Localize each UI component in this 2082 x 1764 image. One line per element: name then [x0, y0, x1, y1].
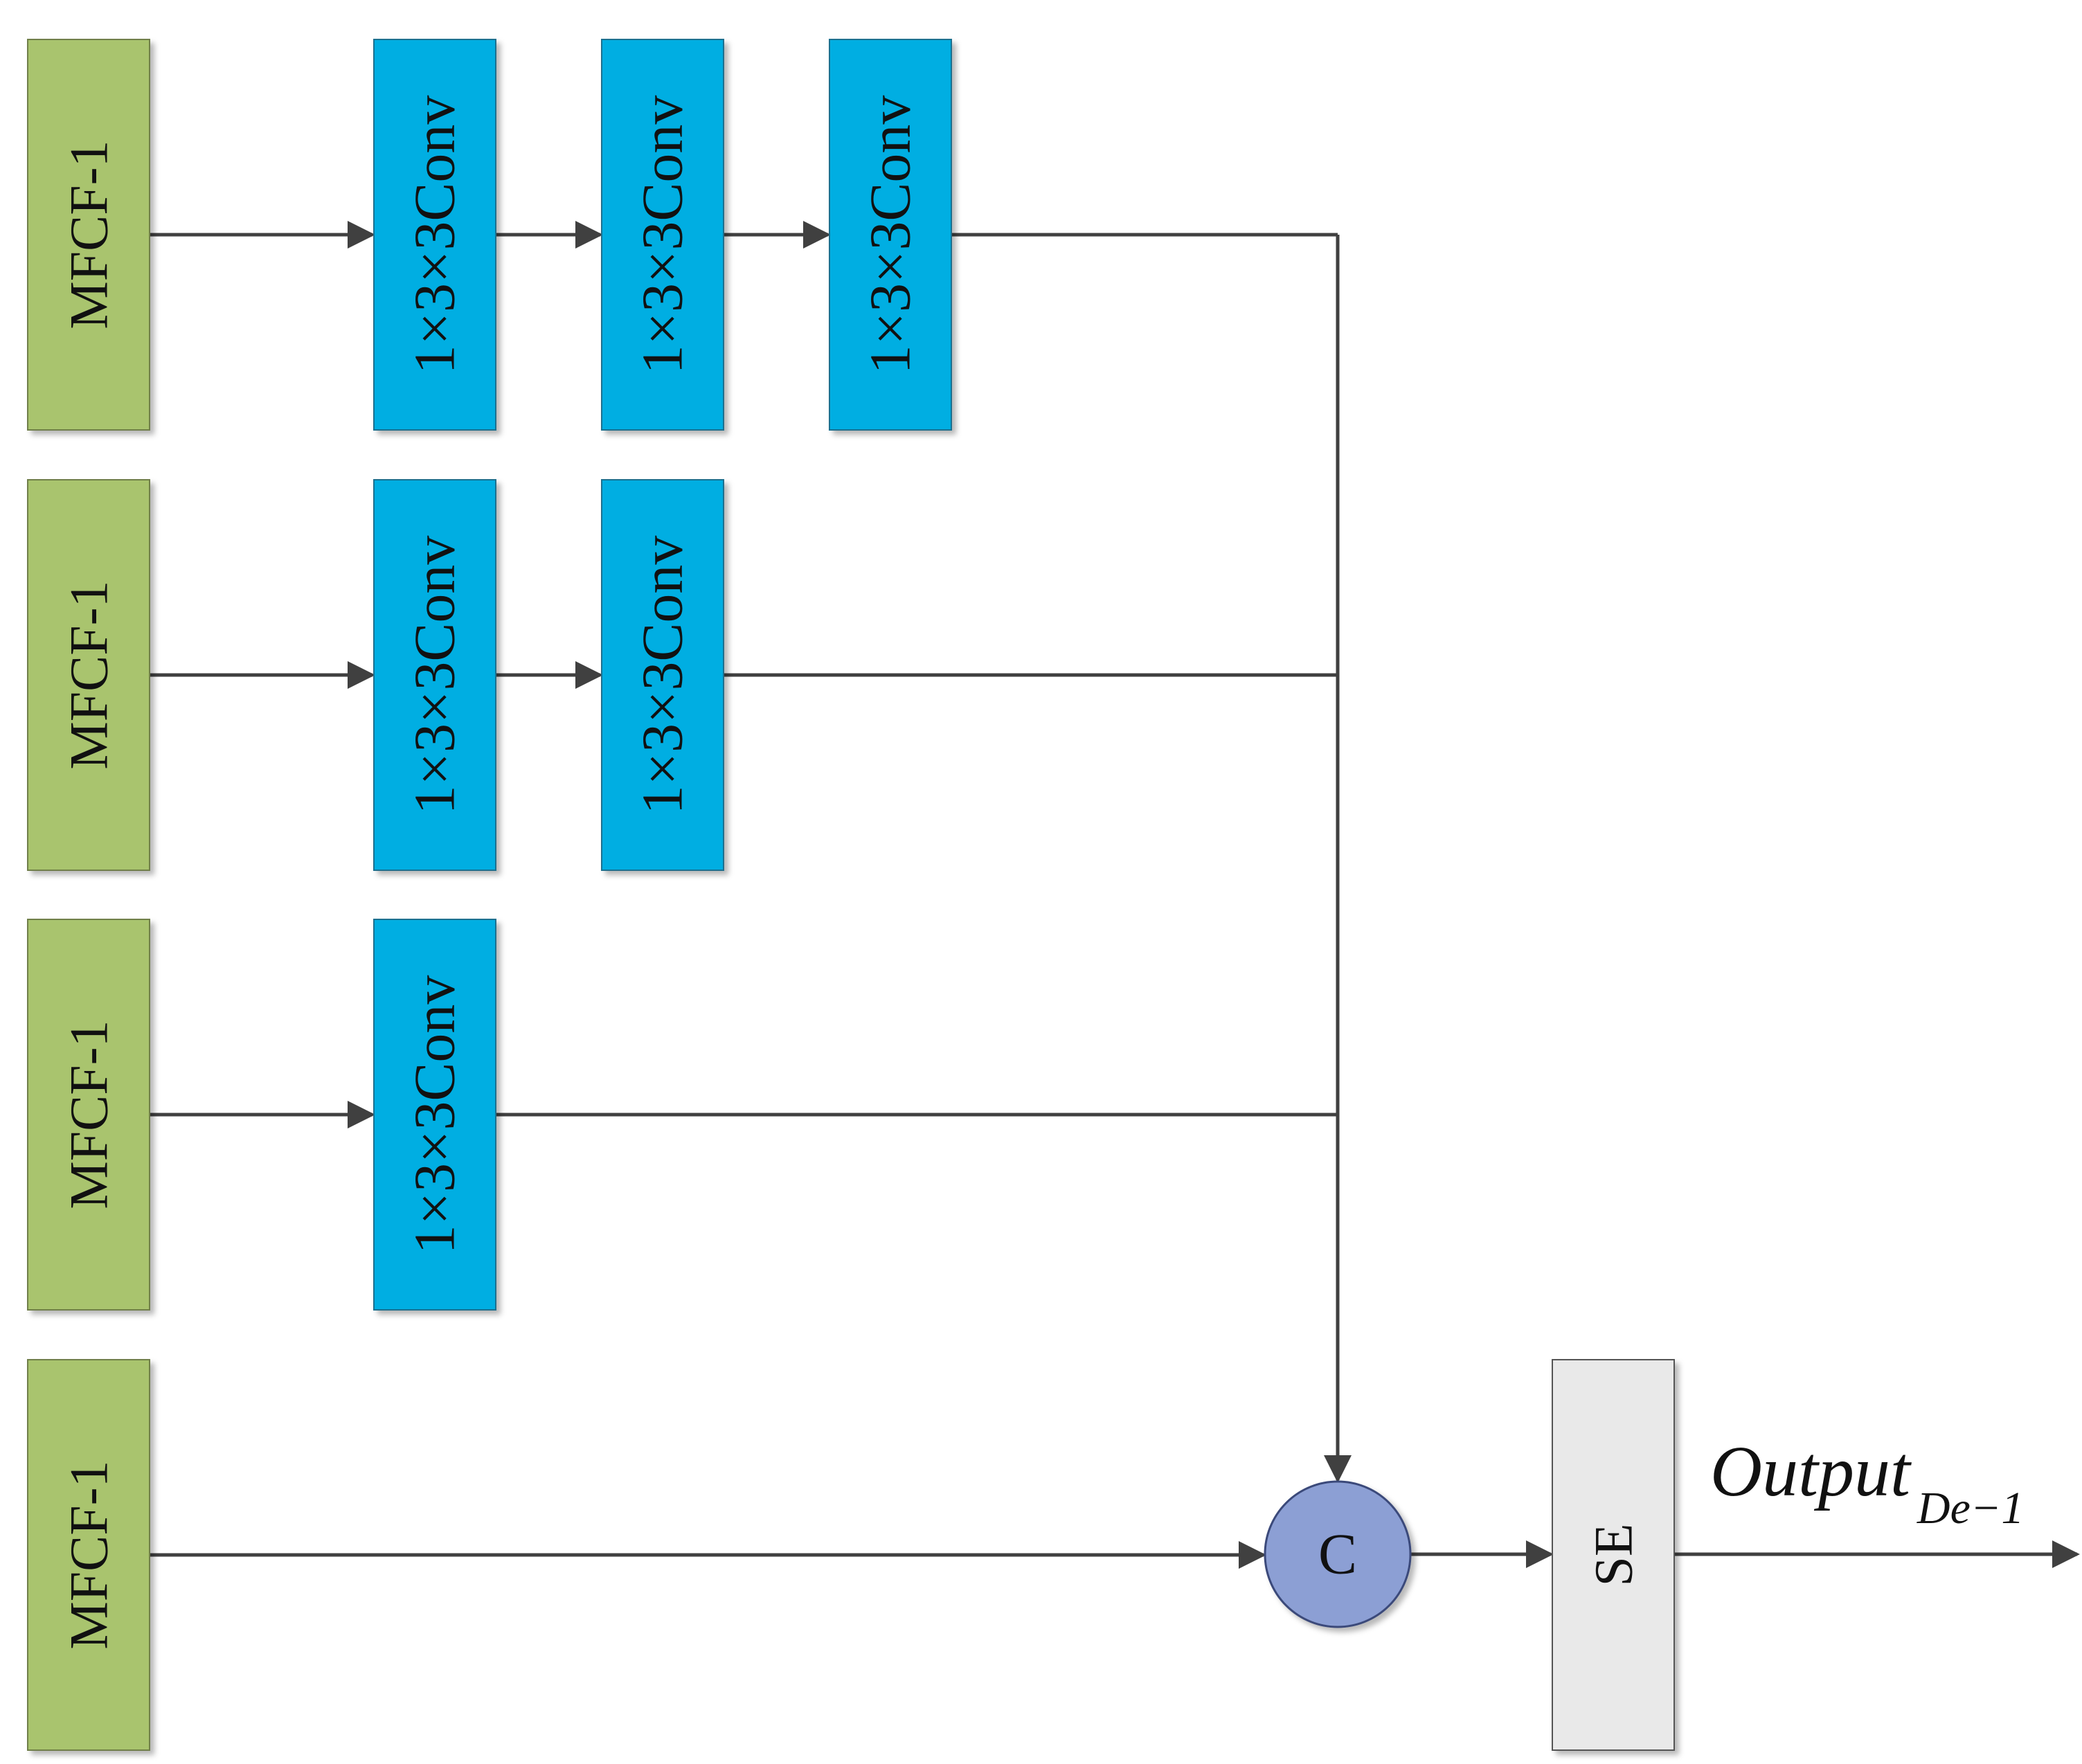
conv-label-r1-1: 1×3×3Conv	[403, 96, 467, 375]
conv-block-r2-2	[601, 479, 724, 871]
conv-block-r3-1	[373, 919, 496, 1311]
conv-block-r1-3	[829, 39, 952, 431]
conv-block-r1-2	[601, 39, 724, 431]
conv-label-r1-3: 1×3×3Conv	[859, 96, 923, 375]
conv-label-r1-2: 1×3×3Conv	[631, 96, 695, 375]
connector-lines	[150, 221, 2080, 1569]
mfcf-input-block-1	[27, 39, 150, 431]
concat-label: C	[1318, 1522, 1357, 1587]
output-label-subscript: De−1	[1917, 1483, 2025, 1533]
se-block	[1552, 1359, 1675, 1751]
conv-block-r2-1	[373, 479, 496, 871]
mfcf-input-block-2	[27, 479, 150, 871]
mfcf-input-block-4	[27, 1359, 150, 1751]
mfcf-input-label-1: MFCF-1	[59, 140, 119, 329]
mfcf-input-label-2: MFCF-1	[59, 580, 119, 769]
mfcf-input-block-3	[27, 919, 150, 1311]
conv-label-r2-1: 1×3×3Conv	[403, 536, 467, 815]
conv-label-r2-2: 1×3×3Conv	[631, 536, 695, 815]
output-label-main: Output	[1710, 1432, 1912, 1511]
conv-label-r3-1: 1×3×3Conv	[403, 975, 467, 1254]
mfcf-input-label-4: MFCF-1	[59, 1460, 119, 1649]
se-label: SE	[1583, 1523, 1644, 1586]
conv-block-r1-1	[373, 39, 496, 431]
concat-node	[1264, 1480, 1412, 1628]
mfcf-input-label-3: MFCF-1	[59, 1020, 119, 1209]
